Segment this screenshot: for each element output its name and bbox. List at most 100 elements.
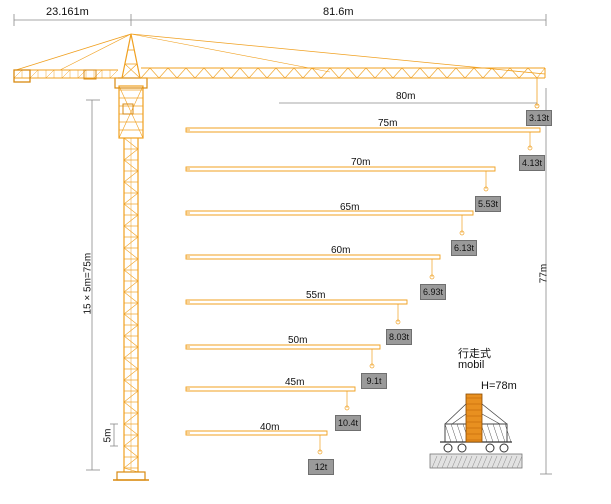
section-height-label: 5m — [102, 428, 114, 443]
jib-web — [338, 67, 349, 79]
mobile-mast — [465, 393, 483, 443]
main-jib-length-label: 81.6m — [323, 6, 354, 18]
jib-configuration-bar — [185, 127, 541, 133]
jib-length-label: 65m — [340, 202, 360, 213]
jib-configuration-bar — [185, 299, 408, 305]
jib-web — [230, 67, 241, 79]
hook-icon — [527, 145, 533, 151]
mast-brace — [123, 357, 139, 370]
mast-brace — [123, 423, 139, 436]
mast-brace — [123, 181, 139, 194]
jib-web — [320, 67, 331, 79]
jib-web — [212, 67, 223, 79]
mast-brace — [123, 302, 139, 315]
jib-web — [455, 67, 466, 79]
jib-web — [284, 67, 295, 79]
mobile-title-en: mobil — [458, 359, 485, 371]
hook-icon — [369, 363, 375, 369]
jib-web — [410, 67, 421, 79]
counter-jib-web — [109, 69, 119, 79]
rail-hatch — [501, 455, 508, 469]
mast-brace — [123, 258, 139, 271]
mobile-strut — [451, 413, 467, 425]
max-load-box: 3.13t — [526, 110, 552, 126]
chassis-brace — [492, 423, 500, 443]
max-load-box: 10.4t — [335, 415, 361, 431]
rail-hatch — [471, 455, 478, 469]
counter-jib-web — [45, 69, 55, 79]
jib-web — [527, 67, 538, 79]
mast-brace — [123, 324, 139, 337]
jib-web — [203, 67, 214, 79]
chassis-brace — [456, 423, 464, 443]
max-load-box: 8.03t — [386, 329, 412, 345]
rail-hatch — [456, 455, 463, 469]
max-load-box: 6.13t — [451, 240, 477, 256]
total-height-label: 77m — [538, 263, 550, 284]
jib-length-label: 75m — [378, 118, 398, 129]
jib-web — [374, 67, 385, 79]
jib-web — [167, 67, 178, 79]
mast-sections-label: 15 × 5m=75m — [82, 252, 94, 315]
chassis-brace — [498, 423, 506, 443]
jib-length-label: 60m — [331, 245, 351, 256]
slewing-brace — [118, 85, 144, 139]
rail-hatch — [436, 455, 443, 469]
counter-jib-web — [29, 69, 39, 79]
max-load-box: 12t — [308, 459, 334, 475]
max-load-box: 4.13t — [519, 155, 545, 171]
jib-length-label: 70m — [351, 157, 371, 168]
tower-head — [121, 33, 141, 79]
mast-brace — [123, 170, 139, 183]
hook-icon — [317, 449, 323, 455]
mast-brace — [123, 467, 139, 473]
jib-web — [401, 67, 412, 79]
jib-web — [248, 67, 259, 79]
jib-web — [356, 67, 367, 79]
mast-brace — [123, 291, 139, 304]
jib-web — [518, 67, 529, 79]
mast-brace — [123, 401, 139, 414]
jib-web — [491, 67, 502, 79]
jib-web — [239, 67, 250, 79]
jib-web — [329, 67, 340, 79]
jib-configuration-bar — [185, 210, 474, 216]
counter-jib-length-label: 23.161m — [46, 6, 89, 18]
jib-length-label: 45m — [285, 377, 305, 388]
jib-web — [536, 67, 546, 79]
jib-web — [293, 67, 304, 79]
hook-icon — [429, 274, 435, 280]
hook-icon — [483, 186, 489, 192]
mast-brace — [123, 335, 139, 348]
rail-hatch — [441, 455, 448, 469]
mast-brace — [123, 192, 139, 205]
mast-brace — [123, 214, 139, 227]
jib-web — [311, 67, 322, 79]
jib-tie-line — [130, 33, 546, 75]
mast-brace — [123, 313, 139, 326]
jib-web — [185, 67, 196, 79]
counterweight — [13, 69, 31, 83]
jib-web — [221, 67, 232, 79]
jib-web — [383, 67, 394, 79]
mast-base — [116, 471, 146, 481]
hoist-winch — [83, 69, 97, 80]
jib-web — [419, 67, 430, 79]
jib-configuration-bar — [185, 344, 381, 350]
jib-length-label: 40m — [260, 422, 280, 433]
rail-hatch — [466, 455, 473, 469]
wheel-icon — [457, 443, 467, 453]
wheel-icon — [485, 443, 495, 453]
chassis-brace — [486, 423, 494, 443]
jib-configuration-bar — [185, 386, 356, 392]
counter-jib-web — [13, 69, 23, 79]
jib-web — [482, 67, 493, 79]
jib-web — [446, 67, 457, 79]
jib-configuration-bar — [185, 430, 328, 436]
tower-head-brace — [124, 63, 141, 79]
rail-hatch — [511, 455, 518, 469]
jib-length-label: 55m — [306, 290, 326, 301]
jib-web — [275, 67, 286, 79]
mast-brace — [123, 434, 139, 447]
chassis-brace — [444, 423, 452, 443]
